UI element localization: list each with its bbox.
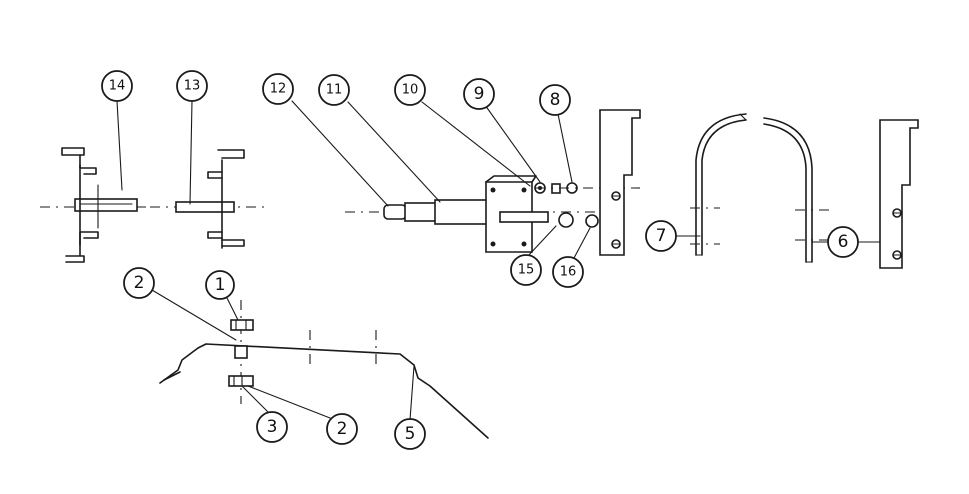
callout-16-label: 16 [560, 265, 577, 280]
part-6-plate [879, 119, 919, 269]
callout-2-lower: 2 [326, 413, 358, 445]
callout-14: 14 [101, 70, 133, 102]
callout-15-label: 15 [518, 263, 535, 278]
callout-2-lower-label: 2 [337, 419, 348, 439]
callout-16: 16 [552, 256, 584, 288]
callout-7-label: 7 [656, 226, 667, 246]
callout-3-label: 3 [267, 417, 278, 437]
leader-lines [116, 100, 881, 421]
callout-12-label: 12 [270, 82, 287, 97]
callout-2-upper-label: 2 [134, 273, 145, 293]
callout-6: 6 [827, 226, 859, 258]
callout-10-label: 10 [402, 83, 419, 98]
parts-8-9-10-fasteners [534, 182, 640, 194]
callout-9-label: 9 [474, 84, 485, 104]
part-5-rail [159, 330, 489, 439]
callout-2-upper: 2 [123, 267, 155, 299]
callout-13-label: 13 [184, 79, 201, 94]
callout-11-label: 11 [326, 83, 343, 98]
part-1-2-3-fastener-stack [228, 300, 254, 404]
callout-15: 15 [510, 254, 542, 286]
part-7-arc [690, 113, 747, 256]
callout-9: 9 [463, 78, 495, 110]
callout-1-label: 1 [215, 275, 226, 295]
callout-12: 12 [262, 73, 294, 105]
callout-13: 13 [176, 70, 208, 102]
callout-5: 5 [394, 418, 426, 450]
callout-5-label: 5 [405, 424, 416, 444]
callout-8: 8 [539, 84, 571, 116]
callout-7: 7 [645, 220, 677, 252]
part-6-arc [763, 117, 830, 263]
callout-8-label: 8 [550, 90, 561, 110]
callout-3: 3 [256, 411, 288, 443]
callout-6-label: 6 [838, 232, 849, 252]
part-12-11-shaft [345, 199, 600, 225]
callout-11: 11 [318, 74, 350, 106]
callout-1: 1 [205, 270, 235, 300]
bracket-plate [599, 109, 641, 256]
part-13-assembly [150, 149, 265, 249]
callout-10: 10 [394, 74, 426, 106]
part-14-assembly [40, 147, 150, 263]
callout-14-label: 14 [109, 79, 126, 94]
